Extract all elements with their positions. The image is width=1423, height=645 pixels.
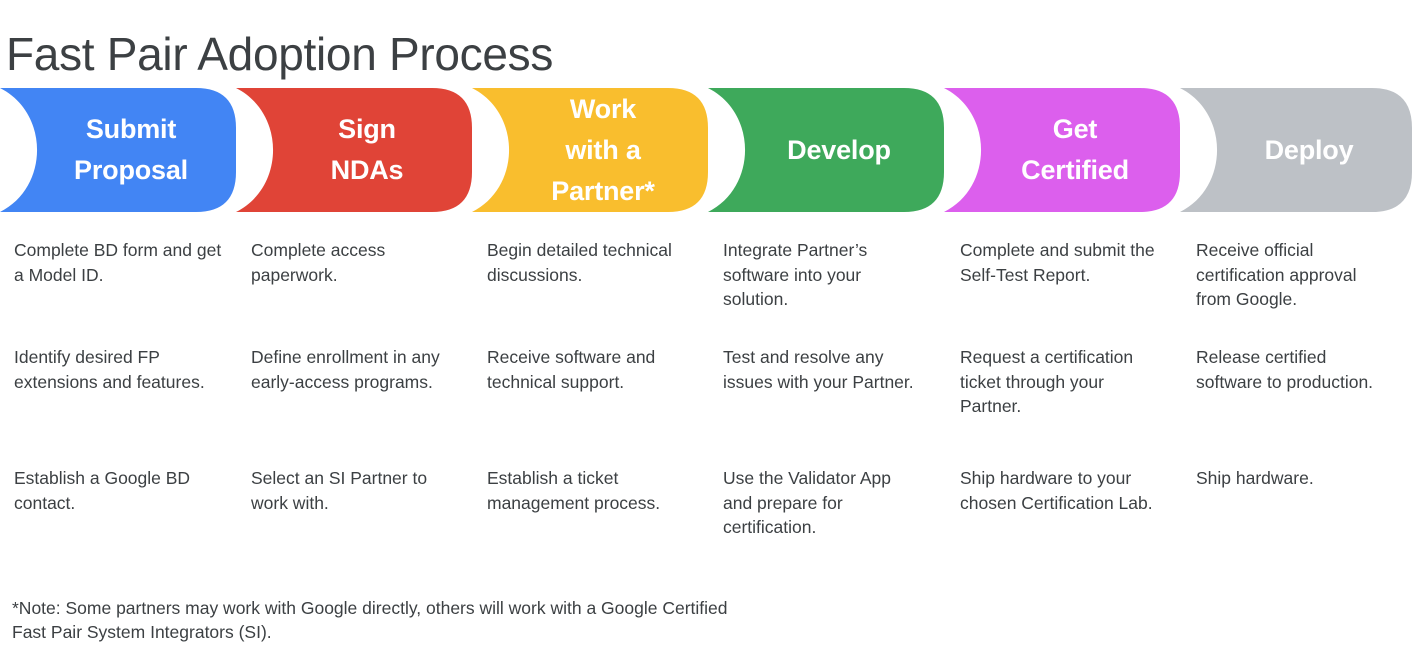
step-detail-item: Establish a ticket management process. bbox=[487, 468, 661, 513]
process-step-get-certified[interactable]: Get Certified bbox=[944, 88, 1180, 212]
step-detail-item: Select an SI Partner to work with. bbox=[251, 468, 428, 513]
step-detail-item: Establish a Google BD contact. bbox=[14, 468, 191, 513]
step-detail-item: Test and resolve any issues with your Pa… bbox=[723, 347, 914, 392]
step-detail-item: Use the Validator App and prepare for ce… bbox=[723, 468, 891, 537]
step-details-columns: Complete BD form and get a Model ID. Iden… bbox=[0, 238, 1423, 558]
process-step-label-deploy: Deploy bbox=[1264, 134, 1354, 165]
step-detail-item: Integrate Partner’s software into your s… bbox=[723, 240, 868, 309]
step-detail-item: Receive software and technical support. bbox=[487, 347, 656, 392]
step-detail-item: Complete and submit the Self-Test Report… bbox=[960, 240, 1155, 285]
process-step-develop[interactable]: Develop bbox=[708, 88, 944, 212]
step-detail-item: Request a certification ticket through y… bbox=[960, 347, 1134, 416]
step-detail-item: Identify desired FP extensions and featu… bbox=[14, 347, 205, 392]
process-step-work-with-a-partner[interactable]: Work with a Partner* bbox=[472, 88, 708, 212]
page-title: Fast Pair Adoption Process bbox=[6, 27, 554, 80]
process-step-shape-work-with-a-partner bbox=[472, 88, 708, 212]
step-detail-item: Ship hardware. bbox=[1196, 468, 1314, 488]
step-detail-item: Release certified software to production… bbox=[1196, 347, 1374, 392]
process-step-banner: Submit Proposal Sign NDAs Work with a Part… bbox=[0, 88, 1423, 212]
footnote-note: *Note: Some partners may work with Googl… bbox=[12, 597, 728, 643]
process-step-shape-sign-ndas bbox=[236, 88, 472, 212]
step-detail-item: Ship hardware to your chosen Certificati… bbox=[960, 468, 1153, 513]
step-detail-item: Complete BD form and get a Model ID. bbox=[14, 240, 222, 285]
process-step-shape-develop bbox=[708, 88, 944, 212]
process-step-label-submit-proposal: Submit Proposal bbox=[74, 114, 188, 185]
process-step-shape-get-certified bbox=[944, 88, 1180, 212]
step-detail-item: Define enrollment in any early-access pr… bbox=[251, 347, 440, 392]
process-step-label-get-certified: Get Certified bbox=[1021, 114, 1129, 185]
process-step-label-work-with-a-partner: Work with a Partner* bbox=[551, 93, 655, 206]
process-step-shape-submit-proposal bbox=[0, 88, 236, 212]
process-step-shape-deploy bbox=[1180, 88, 1412, 212]
process-step-label-sign-ndas: Sign NDAs bbox=[330, 114, 404, 185]
process-step-label-develop: Develop bbox=[787, 134, 891, 165]
step-detail-item: Receive official certification approval … bbox=[1196, 240, 1357, 309]
step-detail-item: Begin detailed technical discussions. bbox=[487, 240, 672, 285]
process-step-sign-ndas[interactable]: Sign NDAs bbox=[236, 88, 472, 212]
process-step-submit-proposal[interactable]: Submit Proposal bbox=[0, 88, 236, 212]
process-step-deploy[interactable]: Deploy bbox=[1180, 88, 1412, 212]
step-detail-item: Complete access paperwork. bbox=[251, 240, 386, 285]
